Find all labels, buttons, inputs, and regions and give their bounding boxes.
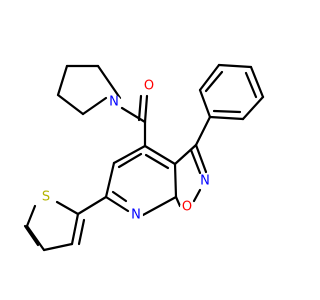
pyridine-ring bbox=[104, 144, 178, 217]
atom-label-s-thiophene: S bbox=[39, 190, 53, 205]
atom-label-n-isoxazole: N bbox=[198, 174, 212, 189]
atom-label-n-pyridine: N bbox=[129, 208, 143, 223]
atom-s-thiophene-text: S bbox=[42, 190, 50, 205]
carbonyl-group bbox=[120, 94, 149, 148]
atom-label-n-pyrrolidine: N bbox=[107, 95, 121, 110]
atom-o-carbonyl-text: O bbox=[144, 79, 154, 94]
atom-n-pyrrolidine-text: N bbox=[109, 95, 119, 110]
phenyl-ring bbox=[194, 63, 265, 147]
atom-n-pyridine-text: N bbox=[131, 208, 141, 223]
pyrrolidine-ring bbox=[56, 64, 122, 116]
atom-n-isoxazole-text: N bbox=[200, 174, 210, 189]
thiophene-ring bbox=[23, 195, 108, 252]
molecule-structure-diagram: N O N O N S bbox=[23, 63, 265, 252]
isoxazole-ring bbox=[173, 143, 208, 208]
atom-label-o-carbonyl: O bbox=[142, 79, 156, 94]
atom-o-isoxazole-text: O bbox=[182, 200, 192, 215]
atom-label-o-isoxazole: O bbox=[180, 200, 194, 215]
